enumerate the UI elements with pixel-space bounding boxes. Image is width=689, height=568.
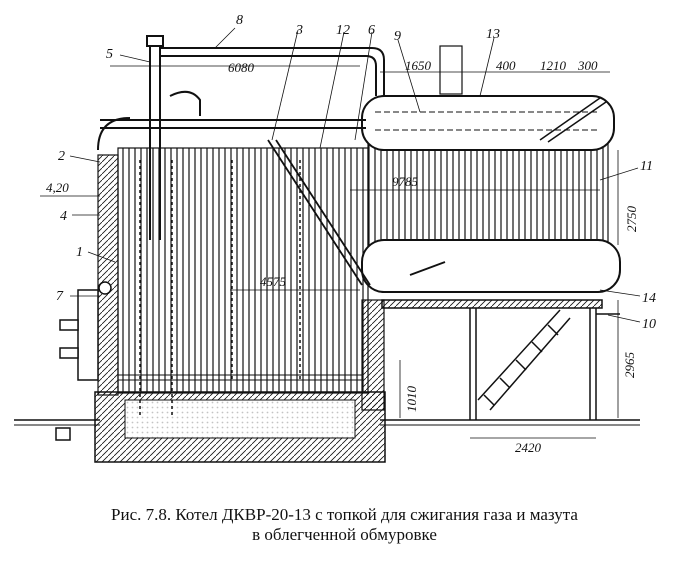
dim-support-width: 2420 [515,440,542,455]
callout-9: 9 [394,29,401,44]
callout-7: 7 [56,289,64,304]
dim-seg-a: 1650 [405,58,432,73]
callout-12: 12 [336,23,350,38]
top-piping [97,35,463,240]
dim-seg-c: 1210 [540,58,567,73]
callout-6: 6 [368,23,375,38]
dim-seg-d: 300 [577,58,598,73]
callout-11: 11 [640,159,653,174]
figure-caption-line2: в облегченной обмуровке [252,525,437,544]
support-frame [381,299,620,420]
callout-10: 10 [642,317,656,332]
dim-level-mark: 4,20 [46,180,69,195]
callout-5: 5 [106,47,113,62]
chain-screens [139,160,301,418]
foundation [94,391,386,463]
callout-4: 4 [60,209,67,224]
dim-seg-b: 400 [496,58,516,73]
dim-furnace-length: 4575 [260,274,287,289]
burner-fittings [55,281,112,441]
furnace-walls [97,147,385,411]
dim-height-lower: 2965 [622,352,637,379]
callout-14: 14 [642,291,656,306]
dim-foundation-height: 1010 [404,386,419,413]
dimension-lines [40,65,619,439]
callout-13: 13 [486,27,500,42]
dim-height-upper: 2750 [624,206,639,233]
dim-total-length: 6080 [228,60,255,75]
callout-labels [69,27,641,323]
callout-1: 1 [76,245,83,260]
callout-8: 8 [236,13,243,28]
lower-drum [361,239,621,293]
upper-drum [361,95,615,151]
figure-caption-line1: Рис. 7.8. Котел ДКВР-20-13 с топкой для … [111,505,578,524]
downcomer-diagonal [267,139,371,286]
dim-drum-length: 9785 [392,174,419,189]
callout-2: 2 [58,149,65,164]
callout-3: 3 [295,23,303,38]
